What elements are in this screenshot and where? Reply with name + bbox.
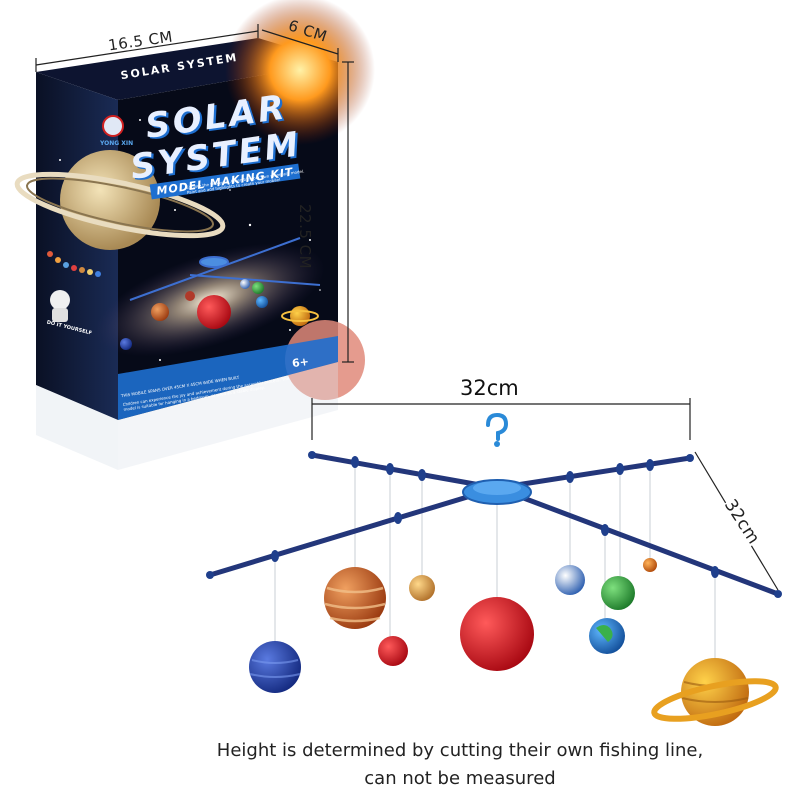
box-side-planets — [47, 251, 101, 277]
sun-planet — [460, 597, 534, 671]
caption-line1: Height is determined by cutting their ow… — [216, 740, 704, 761]
stars — [59, 119, 321, 361]
brand-logo-icon — [102, 115, 124, 137]
neptune-planet — [249, 641, 301, 693]
sun-glow — [225, 0, 375, 145]
box-height-label: 22.5 CM — [296, 204, 314, 270]
box-red-planet — [197, 295, 231, 329]
mobile-width-label: 32cm — [454, 376, 525, 400]
box-mobile-illustration — [129, 237, 321, 301]
venus-planet — [409, 575, 435, 601]
mercury-planet — [643, 558, 657, 572]
mobile-arms — [207, 452, 781, 597]
arm-clips — [206, 451, 782, 598]
jupiter-planet — [324, 567, 386, 629]
brand-name: YONG XIN — [100, 140, 134, 147]
mars-planet — [378, 636, 408, 666]
astronaut-icon — [50, 290, 70, 310]
uranus-planet — [555, 565, 585, 595]
hanging-hook-icon — [486, 412, 509, 441]
age-badge: 6+ — [291, 354, 310, 371]
green-planet — [601, 576, 635, 610]
caption-line2: can not be measured — [364, 768, 556, 789]
fishing-lines — [274, 460, 716, 670]
box-blue-band — [118, 336, 338, 420]
saturn-ring — [651, 678, 779, 722]
